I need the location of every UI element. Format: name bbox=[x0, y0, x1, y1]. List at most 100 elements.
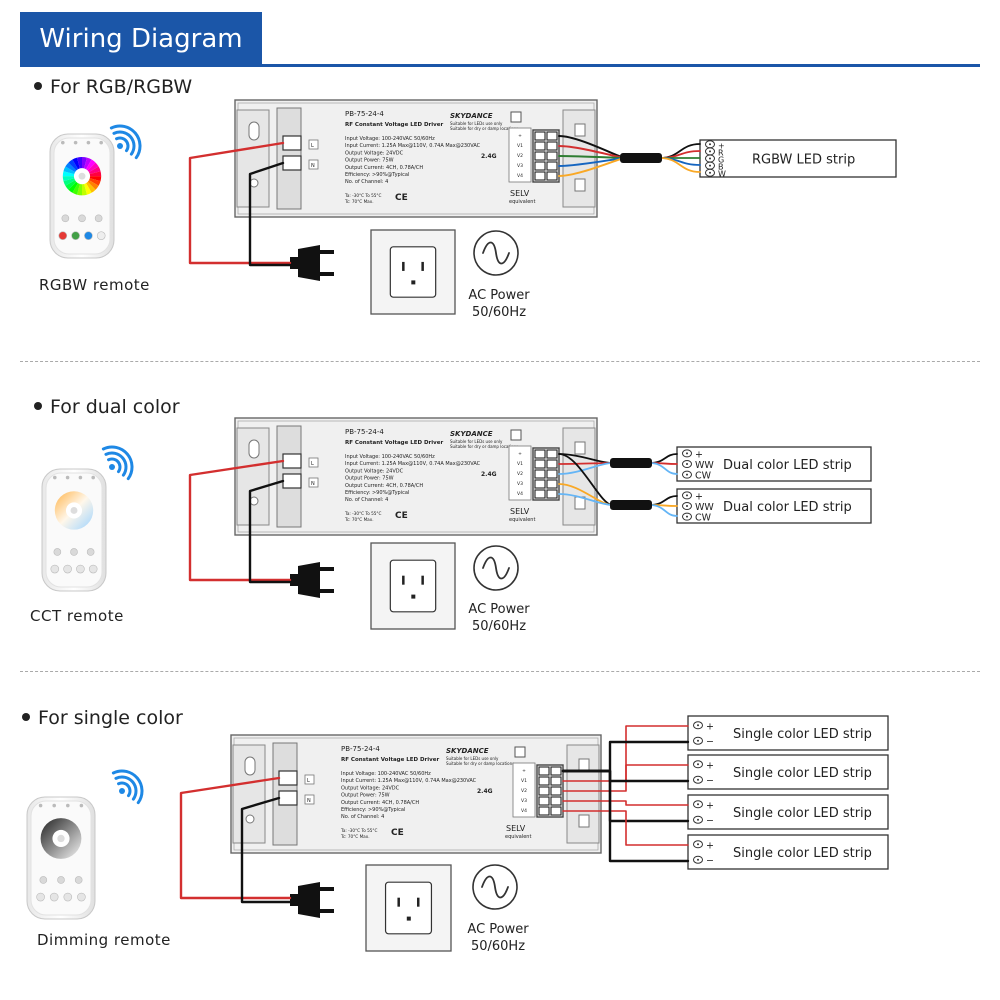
input-label-box bbox=[308, 457, 319, 468]
driver-spec-line: Efficiency: >90%@Typical bbox=[341, 807, 405, 813]
led-pin-label: − bbox=[706, 737, 714, 748]
remote-top-icon bbox=[38, 803, 43, 808]
wifi-dot bbox=[109, 464, 115, 470]
driver-spec-line: No. of Channel: 4 bbox=[341, 814, 384, 820]
input-wire-red bbox=[188, 141, 292, 265]
ac-outlet-icon bbox=[365, 864, 452, 952]
output-wire bbox=[558, 462, 613, 475]
led-strip-body bbox=[687, 794, 889, 830]
output-terminal bbox=[546, 171, 558, 181]
led-pin-dot bbox=[686, 505, 688, 507]
led-pin-dot bbox=[697, 843, 699, 846]
driver-spec-line: Output Current: 4CH, 0.78A/CH bbox=[345, 165, 423, 171]
led-pin-label: − bbox=[706, 816, 714, 827]
mount-hole bbox=[574, 178, 586, 192]
outlet-slot bbox=[421, 261, 424, 271]
pin-label-column bbox=[512, 762, 536, 818]
led-pin-dot bbox=[686, 473, 688, 476]
ac-sine-icon bbox=[472, 864, 518, 910]
driver-name: RF Constant Voltage LED Driver bbox=[345, 440, 443, 446]
rf-label: 2.4G bbox=[481, 471, 497, 478]
wifi-arc bbox=[114, 775, 138, 801]
plug-prong bbox=[320, 909, 334, 913]
mount-slot bbox=[244, 756, 256, 776]
remote-button bbox=[49, 892, 59, 902]
remote-label-rgbw: RGBW remote bbox=[39, 276, 150, 294]
led-strip-label: Dual color LED strip bbox=[723, 500, 852, 515]
input-wire-red bbox=[179, 776, 292, 900]
strip-wire bbox=[649, 462, 678, 475]
pin-label: + bbox=[518, 451, 522, 457]
wifi-arc bbox=[109, 124, 142, 160]
remote-button bbox=[53, 548, 62, 556]
led-pin-label: CW bbox=[695, 513, 712, 524]
remote-cct bbox=[41, 468, 107, 592]
driver-spec-line: Output Voltage: 24VDC bbox=[345, 468, 404, 474]
plug-prong bbox=[320, 887, 334, 891]
remote-button bbox=[70, 548, 78, 556]
led-pin-dot bbox=[697, 803, 699, 806]
remote-button bbox=[57, 876, 65, 884]
plug-neck bbox=[290, 257, 298, 269]
pin-label: V3 bbox=[521, 798, 527, 804]
output-terminal bbox=[538, 796, 550, 806]
outlet-face bbox=[389, 559, 437, 613]
input-terminal bbox=[282, 135, 302, 151]
led-pin-label: R bbox=[718, 148, 724, 157]
driver-spec-line: Output Current: 4CH, 0.78A/CH bbox=[341, 800, 419, 806]
pin-label-column bbox=[508, 445, 532, 501]
remote-button bbox=[86, 548, 95, 556]
input-terminal bbox=[282, 453, 302, 469]
strip-wire bbox=[649, 495, 678, 506]
driver-brand: SKYDANCE bbox=[450, 112, 493, 120]
remote-top-icon bbox=[78, 475, 83, 480]
output-terminal bbox=[534, 449, 546, 459]
driver-spec-line: Output Voltage: 24VDC bbox=[345, 150, 404, 156]
output-terminal bbox=[546, 131, 558, 141]
cable-jacket bbox=[610, 458, 652, 468]
remote-top-icon bbox=[52, 803, 56, 808]
led-pin-dot bbox=[697, 778, 699, 781]
selv-label: SELV bbox=[510, 507, 530, 516]
selv-label: SELV bbox=[510, 189, 530, 198]
remote-button bbox=[94, 214, 103, 223]
remote-button bbox=[36, 892, 45, 902]
pin-label: V1 bbox=[517, 143, 523, 149]
output-wire-red bbox=[562, 725, 689, 782]
equivalent-label: equivalent bbox=[505, 834, 531, 840]
remote-top-icon bbox=[79, 803, 84, 808]
led-pin-label: + bbox=[695, 449, 703, 460]
output-terminal bbox=[538, 776, 550, 786]
driver-spec-line: Input Current: 1.25A Max@110V, 0.74A Max… bbox=[341, 778, 477, 784]
rf-label: 2.4G bbox=[481, 153, 497, 160]
remote-label-cct: CCT remote bbox=[30, 607, 124, 625]
led-pin-label: WW bbox=[695, 460, 714, 471]
outlet-slot bbox=[397, 897, 400, 907]
led-pin-dot bbox=[686, 463, 688, 465]
driver-spec-line: Input Current: 1.25A Max@110V, 0.74A Max… bbox=[345, 143, 481, 149]
remote-top-icon bbox=[73, 140, 78, 145]
mount-hole bbox=[245, 814, 255, 824]
pin-label: V2 bbox=[521, 788, 527, 794]
led-pin-dot bbox=[697, 858, 699, 861]
pin-label: V1 bbox=[521, 778, 527, 784]
led-pin-dot bbox=[686, 452, 688, 455]
remote-button bbox=[71, 231, 80, 240]
led-pin-label: + bbox=[706, 760, 714, 771]
led-pin-label: + bbox=[695, 491, 703, 502]
pin-label: V4 bbox=[517, 173, 523, 179]
wifi-signal-icon bbox=[109, 124, 142, 160]
driver-spec-line: Input Current: 1.25A Max@110V, 0.74A Max… bbox=[345, 461, 481, 467]
program-button bbox=[514, 746, 526, 758]
led-pin-label: + bbox=[706, 721, 714, 732]
pin-label-column bbox=[508, 127, 532, 183]
driver-suitable-2: Suitable for dry or damp locations bbox=[446, 761, 514, 766]
rf-label: 2.4G bbox=[477, 788, 493, 795]
pin-label: V4 bbox=[521, 808, 527, 814]
input-label-box bbox=[304, 774, 315, 785]
selv-label: SELV bbox=[506, 824, 526, 833]
output-wire-red bbox=[562, 764, 689, 792]
